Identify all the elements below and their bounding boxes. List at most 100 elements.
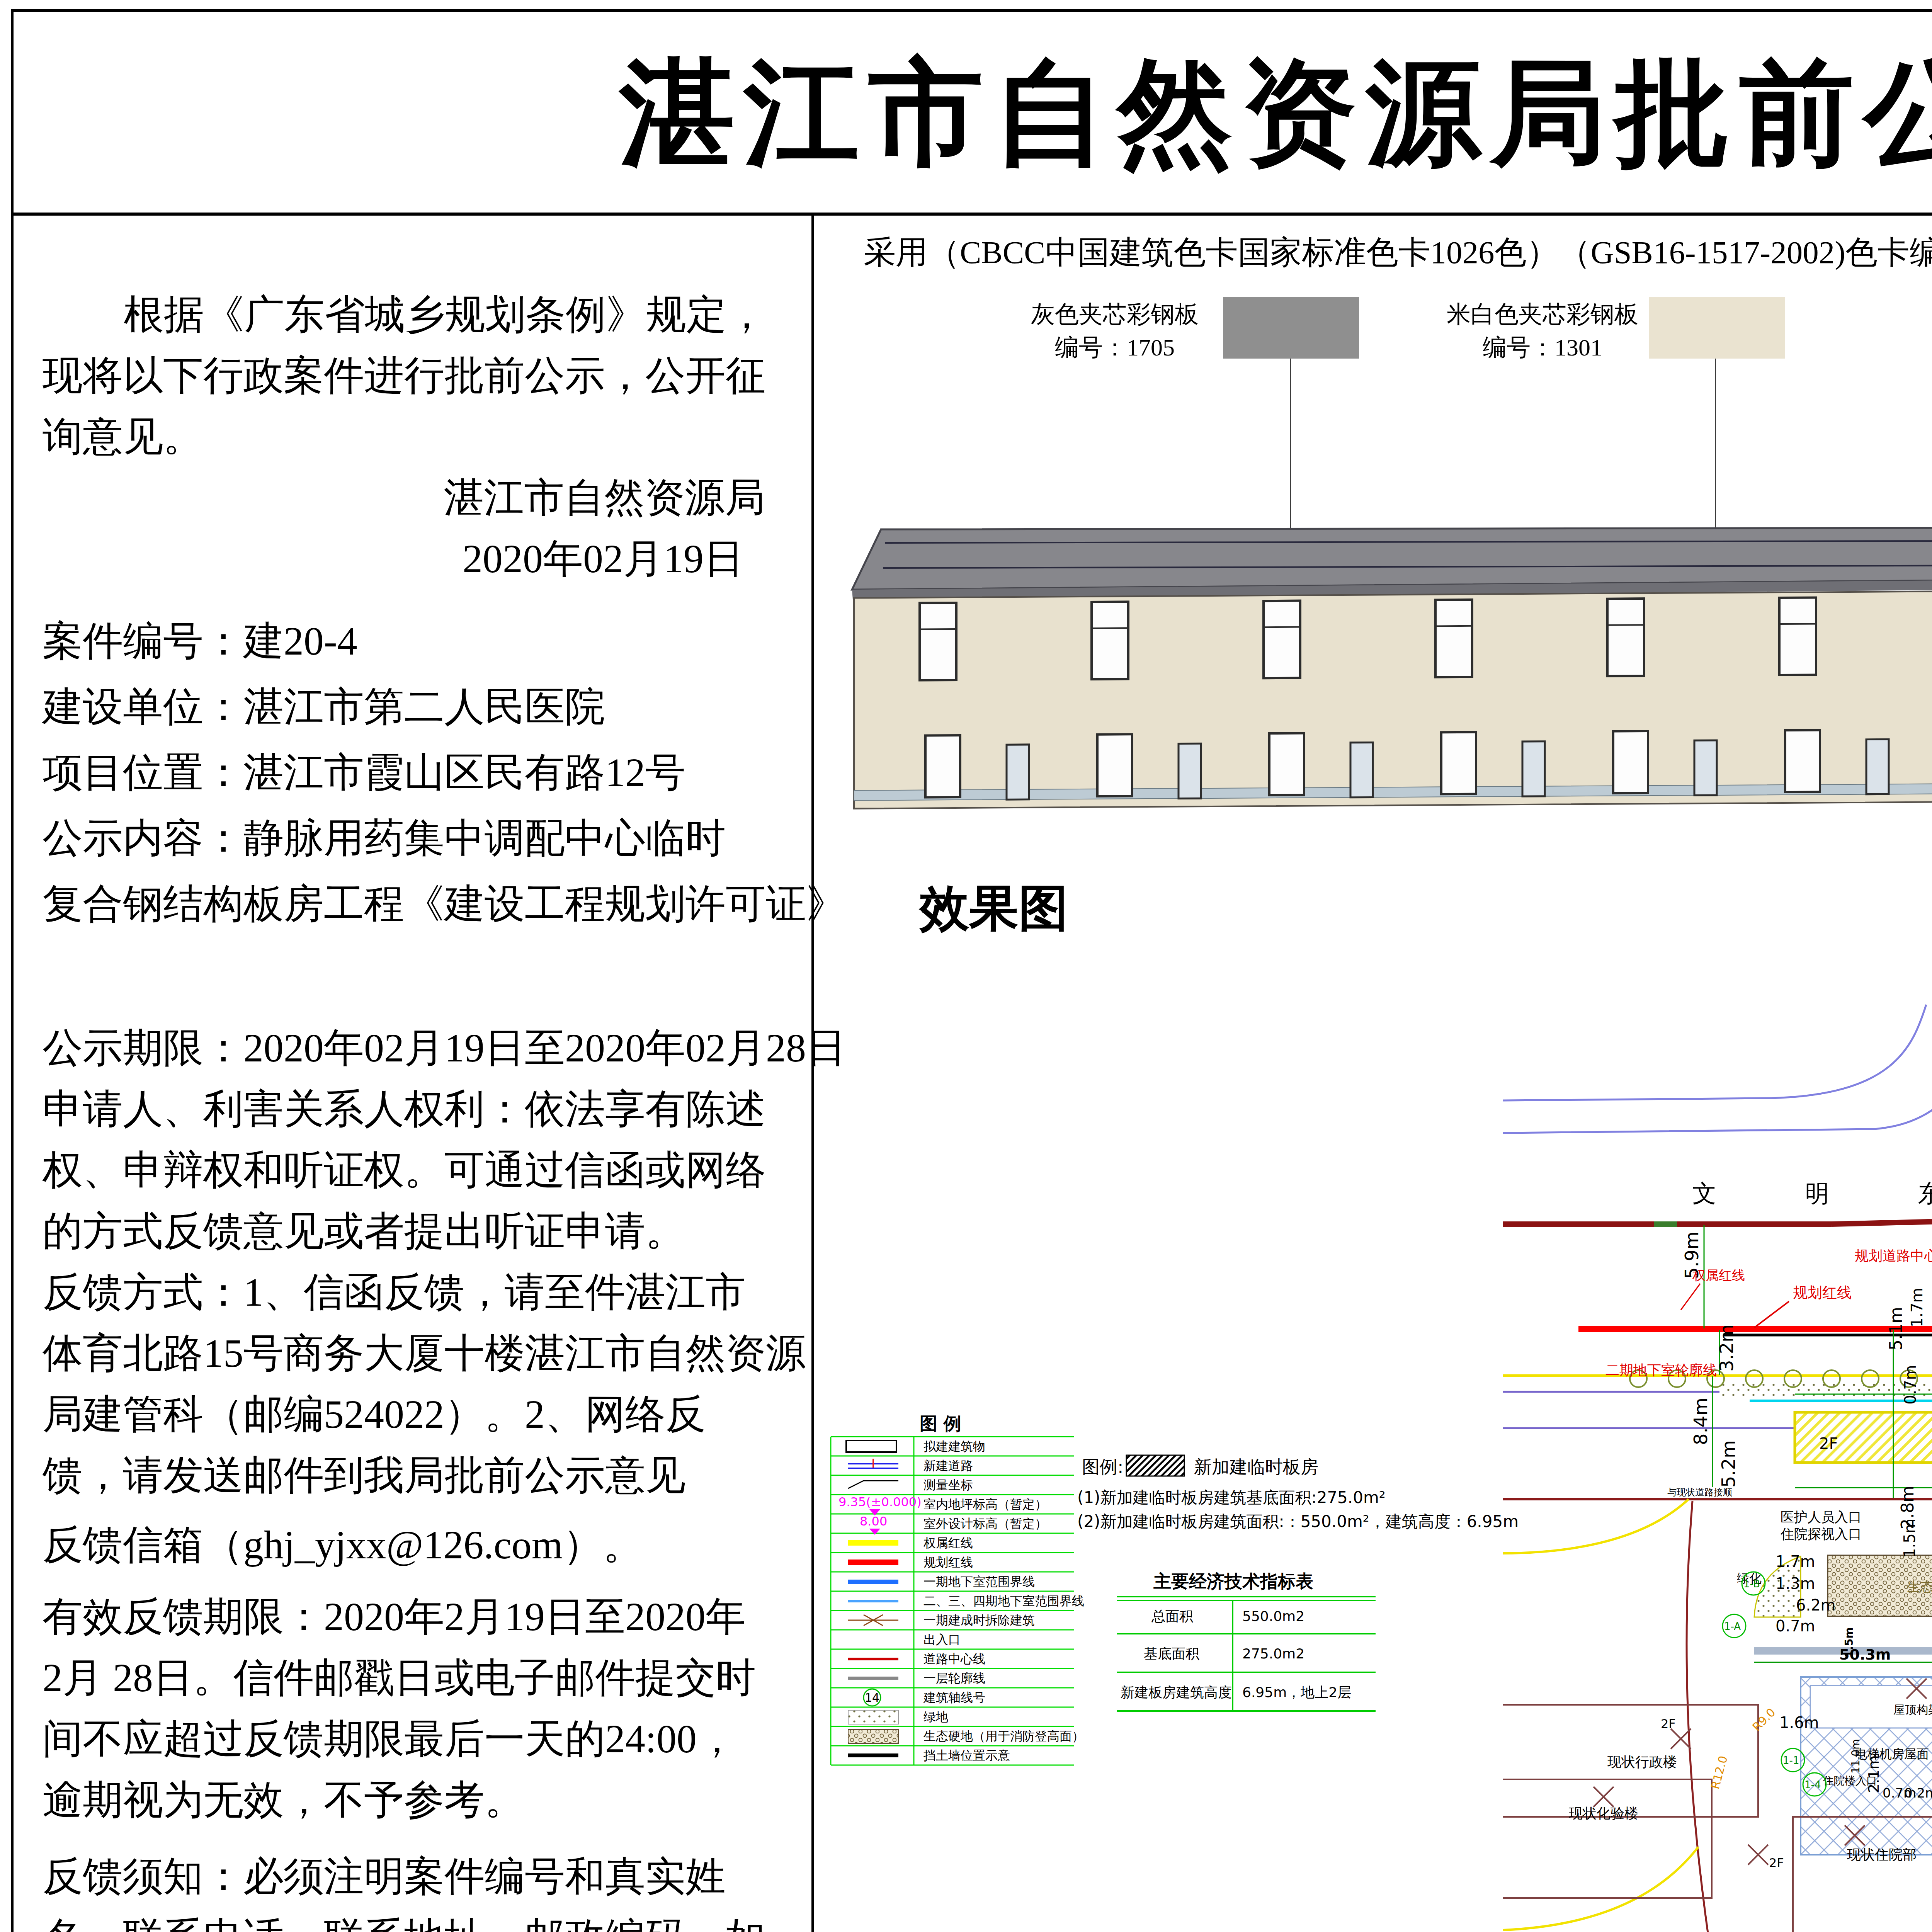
svg-text:出入口: 出入口 (923, 1632, 961, 1647)
svg-text:拟建建筑物: 拟建建筑物 (923, 1439, 985, 1454)
svg-text:3.2m: 3.2m (1716, 1324, 1737, 1372)
svg-text:绿地: 绿地 (923, 1709, 948, 1724)
svg-text:11.0m: 11.0m (1849, 1739, 1862, 1774)
svg-text:1-4: 1-4 (1804, 1779, 1821, 1791)
svg-text:新建道路: 新建道路 (923, 1458, 973, 1473)
page-title: 湛江市自然资源局批前公示 (0, 37, 1932, 192)
notice-period-block: 公示期限：2020年02月19日至2020年02月28日 申请人、利害关系人权利… (43, 1017, 815, 1575)
deadline-line: 逾期视为无效，不予参考。 (43, 1769, 815, 1830)
lab-label: 现状化验楼 (1569, 1805, 1638, 1821)
svg-text:1.5m: 1.5m (1843, 1627, 1855, 1658)
legend-labels: 拟建建筑物 新建道路 测量坐标 室内地坪标高（暂定） 室外设计标高（暂定） 权属… (923, 1439, 1084, 1763)
road-label-wenming: 文 明 东 路 (1692, 1179, 1932, 1208)
case-number: 案件编号：建20-4 (43, 611, 815, 672)
signature-org: 湛江市自然资源局 (43, 467, 815, 528)
notice-content-line: 公示内容：静脉用药集中调配中心临时 (43, 808, 815, 869)
svg-text:R9.0: R9.0 (1750, 1706, 1778, 1734)
outdoor-level-mark: 8.00 (860, 1514, 887, 1529)
indoor-level-mark: 9.35(±0.000) (838, 1495, 922, 1509)
project-location: 项目位置：湛江市霞山区民有路12号 (43, 742, 815, 803)
notice-content-line: 复合钢结构板房工程《建设工程规划许可证》 (43, 873, 815, 934)
entrance-label: 住院探视入口 (1780, 1526, 1862, 1542)
svg-text:1.5m: 1.5m (1901, 1518, 1918, 1558)
swatch-label-beige: 米白色夹芯彩钢板 编号：1301 (1442, 298, 1643, 364)
site-plan: 文 明 东 路 X=55120.362 Y=463687.563 N 海 滨 大… (811, 985, 1932, 1932)
table-cell: 基底面积 (1144, 1646, 1199, 1662)
svg-text:1.7m: 1.7m (1776, 1553, 1815, 1570)
svg-text:1.3m: 1.3m (1776, 1575, 1815, 1592)
facade (854, 587, 1932, 808)
table-title: 主要经济技术指标表 (1153, 1571, 1313, 1592)
table-cell: 550.0m2 (1242, 1608, 1304, 1624)
svg-text:生态硬地（用于消防登高面）: 生态硬地（用于消防登高面） (923, 1729, 1084, 1743)
notice-paragraph-line: 现将以下行政案件进行批前公示，公开征 (43, 345, 815, 406)
svg-text:室内地坪标高（暂定）: 室内地坪标高（暂定） (923, 1497, 1047, 1512)
notice-line: 的方式反馈意见或者提出听证申请。 (43, 1201, 815, 1262)
connect-label: 与现状道路接顺 (1667, 1487, 1732, 1498)
svg-text:2F: 2F (1769, 1855, 1784, 1870)
svg-text:一层轮廓线: 一层轮廓线 (923, 1671, 985, 1685)
color-card-heading: 采用（CBCC中国建筑色卡国家标准色卡1026色）（GSB16-1517-200… (864, 231, 1932, 274)
deadline-line: 有效反馈期限：2020年2月19日至2020年 (43, 1586, 815, 1647)
notes-line2: (2)新加建临时板房建筑面积:：550.0m²，建筑高度：6.95m (1077, 1512, 1519, 1531)
notice-paragraph-line: 询意见。 (43, 406, 815, 467)
svg-text:8.4m: 8.4m (1690, 1398, 1711, 1445)
notes-prefix: 图例: (1082, 1456, 1124, 1477)
notes-item: 新加建临时板房 (1194, 1456, 1318, 1477)
svg-text:建筑轴线号: 建筑轴线号 (923, 1690, 985, 1705)
svg-text:1.7m: 1.7m (1908, 1287, 1926, 1327)
svg-text:权属红线: 权属红线 (923, 1536, 973, 1550)
phase2-label: 二期地下室轮廓线 (1605, 1362, 1717, 1378)
svg-text:2F: 2F (1661, 1716, 1676, 1731)
deadline-line: 2月 28日。信件邮戳日或电子邮件提交时 (43, 1647, 815, 1708)
svg-text:二、三、四期地下室范围界线: 二、三、四期地下室范围界线 (923, 1594, 1084, 1608)
guihua-label-group: 规划红线 (1754, 1284, 1852, 1328)
notice-paragraph-line: 根据《广东省城乡规划条例》规定， (43, 284, 815, 345)
feedback-note-line: 反馈须知：必须注明案件编号和真实姓 (43, 1846, 815, 1907)
axis-number-sample: 14 (865, 1691, 879, 1704)
yellow-curve-left (1503, 1499, 1689, 1553)
svg-text:5.2m: 5.2m (1718, 1440, 1739, 1488)
notice-line: 公示期限：2020年02月19日至2020年02月28日 (43, 1017, 815, 1078)
svg-text:R12.0: R12.0 (1708, 1754, 1730, 1791)
svg-text:6.2m: 6.2m (1796, 1596, 1836, 1614)
svg-text:测量坐标: 测量坐标 (923, 1478, 973, 1492)
roof (852, 527, 1932, 600)
svg-text:0.7m: 0.7m (1776, 1617, 1815, 1635)
road-centerline-label: 规划道路中心线 (1855, 1248, 1932, 1264)
entrance-label: 医护人员入口 (1781, 1509, 1862, 1525)
svg-text:一期建成时拆除建筑: 一期建成时拆除建筑 (923, 1613, 1035, 1628)
svg-text:1.6m: 1.6m (1779, 1714, 1819, 1731)
roof-frame-label: 屋顶构架 顶高H=84.3M (1893, 1703, 1932, 1716)
table-cell: 新建板房建筑高度 (1121, 1684, 1232, 1700)
leader (1681, 1284, 1700, 1310)
notice-line: 局建管科（邮编524022）。2、网络反 (43, 1384, 815, 1445)
svg-text:挡土墙位置示意: 挡土墙位置示意 (923, 1748, 1010, 1763)
eco-label: 生态硬地 (1907, 1579, 1932, 1594)
notice-line: 申请人、利害关系人权利：依法享有陈述 (43, 1078, 815, 1139)
table-cell: 总面积 (1151, 1608, 1193, 1624)
hospital-tower: 五层屋面挑板 底高H=21.70M 电梯机房屋面 H=83.70M 5F H=2… (1754, 1630, 1932, 1932)
svg-text:道路中心线: 道路中心线 (923, 1651, 985, 1666)
svg-text:14.1m: 14.1m (1930, 1714, 1932, 1738)
svg-text:0.7m: 0.7m (1901, 1365, 1919, 1405)
color-swatch-gray (1223, 297, 1359, 359)
construction-unit: 建设单位：湛江市第二人民医院 (43, 676, 815, 737)
guihua-redline-label: 规划红线 (1793, 1284, 1852, 1301)
table-cell: 275.0m2 (1242, 1646, 1304, 1662)
svg-text:1-1: 1-1 (1783, 1755, 1799, 1766)
new-building-hatch-sample (1126, 1455, 1184, 1476)
svg-text:2.1m: 2.1m (1865, 1755, 1882, 1793)
svg-text:一期地下室范围界线: 一期地下室范围界线 (923, 1574, 1035, 1589)
inpatient-label: 现状住院部 (1847, 1847, 1917, 1862)
svg-text:5.1m: 5.1m (1886, 1307, 1906, 1350)
legend: 图 例 9.35(±0.000) 8.00 14 拟建建筑物 新建道路 测量坐标… (831, 1413, 1084, 1765)
svg-text:1-B: 1-B (1743, 1578, 1760, 1590)
signature-date: 2020年02月19日 (43, 528, 815, 589)
svg-text:规划红线: 规划红线 (923, 1555, 973, 1570)
feedback-email: 反馈信箱（ghj_yjxx@126.com）。 (43, 1514, 815, 1575)
notice-text-panel: 根据《广东省城乡规划条例》规定， 现将以下行政案件进行批前公示，公开征 询意见。… (43, 284, 815, 1932)
plan-notes: 图例: 新加建临时板房 (1)新加建临时板房建筑基底面积:275.0m² (2)… (1077, 1455, 1519, 1531)
admin-label: 现状行政楼 (1607, 1754, 1677, 1770)
notice-line: 馈，请发送邮件到我局批前公示意见 (43, 1445, 815, 1506)
